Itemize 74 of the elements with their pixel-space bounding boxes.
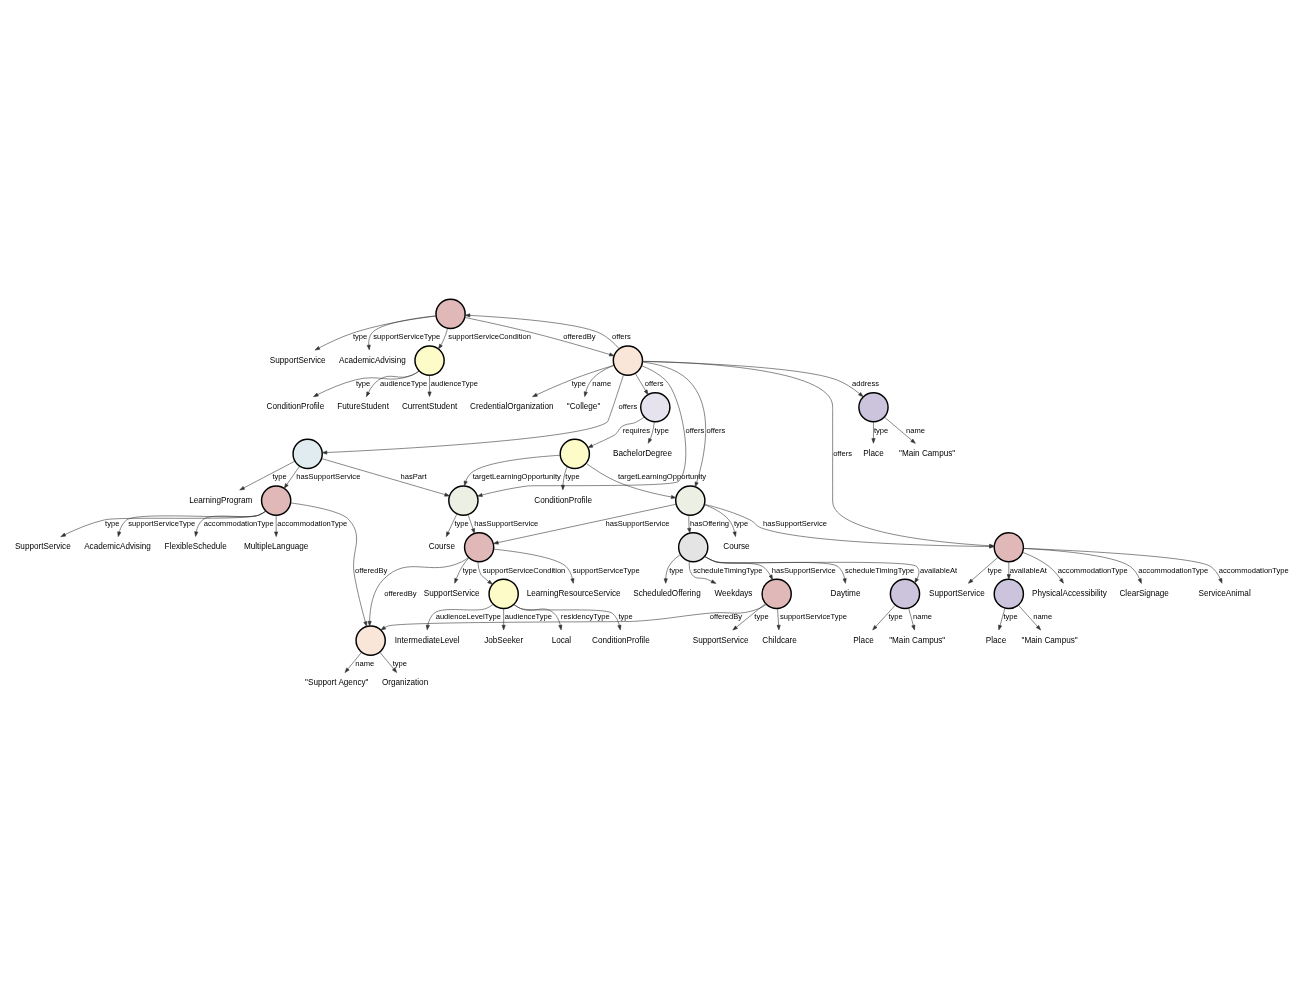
arrow — [60, 510, 267, 537]
arrow — [379, 651, 397, 673]
arrow — [464, 313, 620, 349]
arrow — [463, 454, 561, 486]
arrow — [313, 370, 420, 397]
arrow — [642, 360, 864, 397]
node-circle — [993, 578, 1025, 609]
node-circle — [559, 438, 591, 469]
arrow — [314, 315, 437, 350]
arrow — [663, 553, 681, 584]
arrow — [425, 603, 494, 630]
arrow — [1018, 604, 1041, 630]
arrow — [274, 514, 279, 537]
arrow — [366, 370, 420, 397]
node-circle — [292, 438, 323, 469]
arrow — [647, 421, 655, 444]
arrow — [283, 465, 300, 489]
arrow — [688, 560, 717, 584]
node-circle — [640, 391, 671, 423]
node-circle — [675, 484, 706, 516]
arrow — [1006, 561, 1011, 579]
arrow — [321, 373, 624, 454]
arrow — [427, 374, 432, 397]
arrow — [344, 651, 362, 673]
arrow — [998, 607, 1006, 630]
arrow — [445, 513, 458, 537]
arrow — [477, 561, 493, 585]
arrow — [454, 556, 470, 584]
arrow — [464, 316, 615, 356]
arrow — [117, 510, 267, 537]
arrow — [583, 364, 615, 397]
arrow — [321, 457, 450, 496]
arrow — [467, 513, 475, 534]
arrow — [776, 607, 781, 630]
arrow — [704, 504, 737, 537]
arrow — [872, 604, 896, 630]
arrow — [513, 603, 622, 630]
arrow — [366, 315, 437, 350]
arrow — [493, 503, 677, 544]
node-circle — [761, 578, 792, 609]
node-circle — [463, 531, 495, 563]
arrow — [704, 555, 920, 583]
arrow — [642, 361, 706, 487]
arrow — [634, 372, 649, 395]
node-circle — [677, 531, 709, 563]
arrow — [367, 556, 469, 626]
arrow — [968, 556, 999, 584]
arrow — [380, 603, 767, 630]
node-circle — [993, 531, 1025, 563]
arrow — [290, 502, 368, 627]
arrow — [871, 421, 876, 444]
node-circle — [435, 298, 466, 329]
arrow — [438, 327, 448, 349]
arrow — [642, 360, 995, 548]
arrow — [1022, 551, 1064, 583]
arrow — [561, 465, 568, 490]
arrow — [732, 602, 766, 630]
arrow — [532, 364, 615, 397]
node-circle — [612, 344, 644, 376]
arrow — [239, 460, 296, 490]
arrow — [908, 607, 916, 630]
arrow — [585, 462, 677, 499]
arrow — [687, 514, 692, 533]
arrow — [194, 510, 267, 537]
arrow — [704, 503, 995, 548]
arrow — [587, 416, 645, 448]
arrow — [501, 607, 506, 630]
arrow — [477, 364, 687, 497]
arrow — [513, 603, 563, 630]
arrow — [884, 416, 916, 444]
node-circle — [448, 484, 479, 516]
arrow — [493, 548, 575, 584]
arrow — [1023, 547, 1142, 584]
arrow — [1023, 547, 1223, 584]
